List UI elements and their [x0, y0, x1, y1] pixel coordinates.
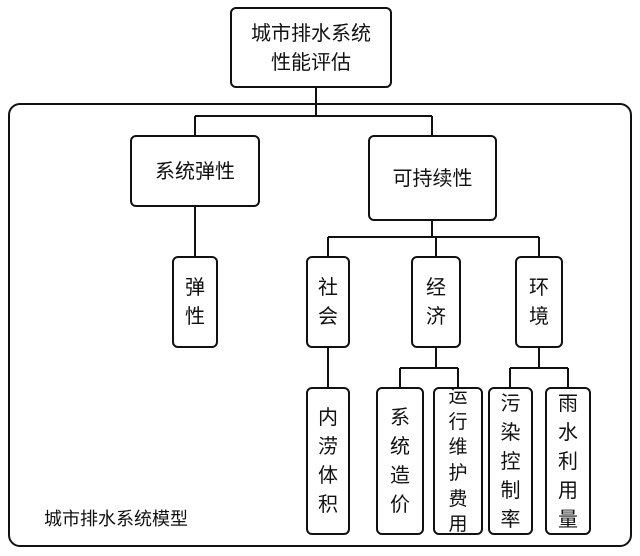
environment-node: 环境	[515, 256, 563, 348]
model-frame-label: 城市排水系统模型	[44, 505, 188, 531]
economic-label: 经济	[426, 273, 446, 331]
environment-child-label-2: 雨水利用量	[558, 389, 578, 534]
social-node: 社会	[306, 256, 350, 348]
economic-node: 经济	[411, 256, 461, 348]
resilience-node: 系统弹性	[130, 135, 260, 207]
social-label: 社会	[318, 273, 338, 331]
economic-child-node-2: 运行维护费用	[433, 387, 483, 535]
environment-child-node-2: 雨水利用量	[545, 387, 591, 535]
environment-child-label-1: 污染控制率	[501, 389, 521, 534]
economic-child-node-1: 系统造价	[376, 387, 424, 535]
environment-child-node-1: 污染控制率	[488, 387, 533, 535]
social-child-label: 内涝体积	[318, 403, 338, 519]
sustainability-node: 可持续性	[368, 135, 497, 221]
sustainability-label: 可持续性	[393, 164, 473, 193]
environment-label: 环境	[529, 273, 549, 331]
resilience-child-node: 弹性	[172, 256, 218, 348]
resilience-label: 系统弹性	[155, 157, 235, 186]
economic-child-label-1: 系统造价	[390, 403, 410, 519]
resilience-child-label: 弹性	[185, 273, 205, 331]
root-node: 城市排水系统 性能评估	[230, 7, 392, 88]
economic-child-label-2: 运行维护费用	[448, 384, 467, 538]
root-line-2: 性能评估	[271, 48, 351, 77]
root-line-1: 城市排水系统	[251, 19, 371, 48]
social-child-node: 内涝体积	[306, 387, 350, 535]
